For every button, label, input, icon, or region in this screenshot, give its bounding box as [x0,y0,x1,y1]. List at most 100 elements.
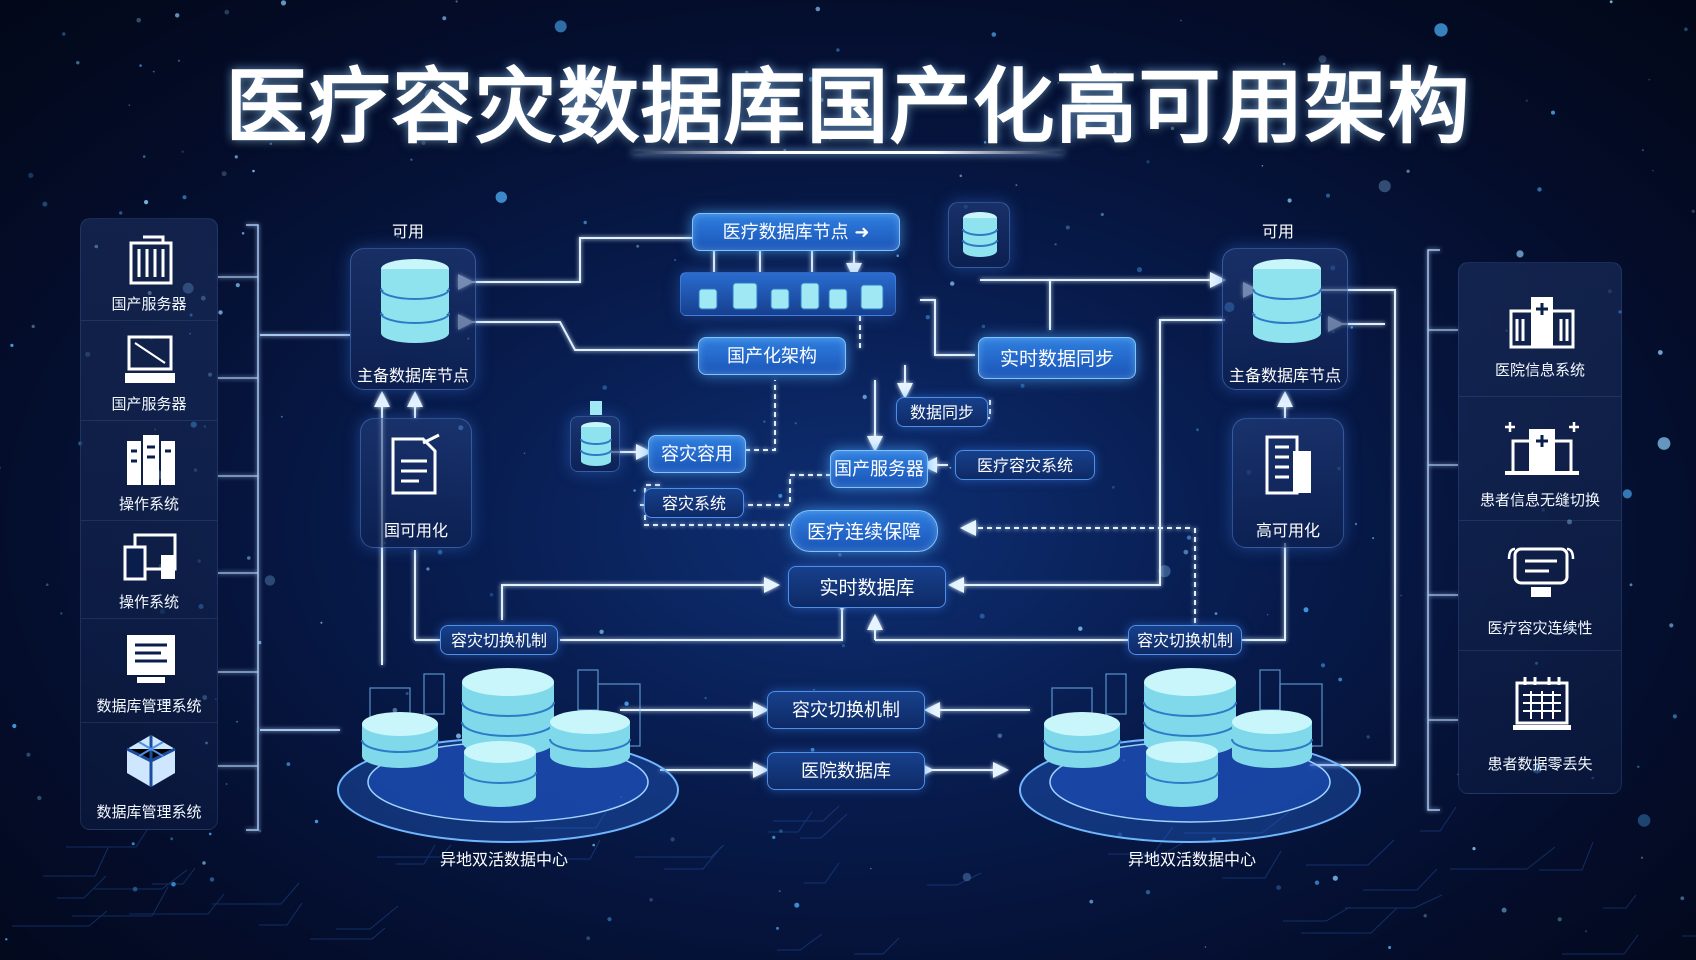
left-primary-db-node [350,248,476,390]
background-dot [1657,437,1671,450]
background-dot [575,99,578,102]
circuit-trace [310,927,386,940]
background-dot [772,835,776,840]
dr-system-pill[interactable]: 容灾系统 [644,488,744,518]
background-dot [1332,875,1338,881]
circuit-trace [66,829,148,848]
circuit-trace [1562,934,1639,955]
background-dot [1637,765,1640,768]
database-cylinder-icon [1252,259,1322,343]
background-dot [424,89,437,102]
background-dot [1287,198,1292,203]
background-dot [136,17,141,23]
background-dot [1525,99,1529,102]
background-dot [1145,890,1151,895]
background-dot [421,140,426,145]
background-dot [320,621,323,624]
right-datacenter-label: 异地双活数据中心 [1127,850,1256,869]
circuit-trace [1108,826,1174,855]
background-dot [997,733,1003,739]
background-dot [410,158,413,161]
circuit-trace [800,813,848,839]
right-availability-label: 可用 [1262,222,1295,241]
background-dot [815,6,821,12]
background-dot [624,701,629,706]
circuit-trace [1345,894,1443,909]
background-dot [810,747,815,752]
background-dot [1276,885,1281,890]
background-dot [997,64,1000,67]
background-dot [1537,187,1542,192]
dr-switch-pill[interactable]: 容灾切换机制 [767,691,925,729]
left-item-label: 操作系统 [118,593,179,611]
background-dot [1146,160,1150,164]
domestic-server-pill[interactable]: 国产服务器 [830,450,928,488]
right-item-label: 患者信息无缝切换 [1479,491,1600,509]
background-dot [523,452,526,455]
background-dot [1078,626,1083,631]
left-item-label: 操作系统 [118,495,179,513]
background-dot [1136,267,1143,273]
background-dot [949,466,952,469]
background-dot [1652,169,1654,172]
domestic-arch-pill[interactable]: 国产化架构 [698,337,846,375]
background-dot [599,629,604,634]
background-dot [152,70,155,73]
medical-dr-system-pill[interactable]: 医疗容灾系统 [955,450,1095,480]
background-dot [1501,907,1507,913]
database-array-icon [698,282,884,310]
background-dot [1117,832,1123,838]
background-dot [1158,565,1171,578]
background-dot [1354,522,1358,526]
dr-usage-pill[interactable]: 容灾容用 [648,435,746,473]
realtime-data-pill[interactable]: 实时数据库 [788,566,946,608]
right-datacenter-graphic [1019,668,1361,843]
title-underline [632,151,1064,154]
background-dot [778,493,783,498]
realtime-sync-pill[interactable]: 实时数据同步 [978,337,1136,379]
background-dot [286,762,291,766]
background-dot [1261,165,1264,167]
background-dot [1196,428,1199,432]
circuit-trace [664,845,723,870]
left-datacenter-label: 异地双活数据中心 [439,850,568,869]
background-dot [819,97,824,103]
background-dot [836,48,840,52]
right-item-label: 医院信息系统 [1494,361,1585,379]
circuit-trace [777,933,823,951]
background-dot [1180,19,1182,22]
left-item-label: 国产服务器 [111,295,187,313]
background-dot [1364,125,1368,129]
dr-db-icon-box [570,401,620,472]
left-item-os-2: 操作系统 [81,521,217,619]
background-dot [586,936,591,941]
background-dot [1089,899,1094,904]
left-switch-pill[interactable]: 容灾切换机制 [440,625,558,655]
right-primary-db-label: 主备数据库节点 [1228,366,1341,385]
background-dot [128,104,131,107]
background-dot [202,861,206,865]
background-dot [456,733,461,739]
data-sync-pill[interactable]: 数据同步 [896,397,988,427]
background-dot [1434,23,1448,37]
medical-db-node-pill[interactable]: 医疗数据库节点 ➜ [692,213,900,251]
circuit-trace [1539,841,1594,871]
background-dot [139,64,142,67]
background-dot [42,201,48,207]
background-dot [1054,243,1057,246]
hospital-data-pill[interactable]: 医院数据库 [767,752,925,790]
right-switch-pill[interactable]: 容灾切换机制 [1128,625,1242,655]
background-dot [744,70,749,75]
background-dot [236,720,238,723]
circuit-trace [129,893,225,915]
database-cylinder-icon [380,259,450,343]
background-dot [1065,225,1070,230]
right-item-continuity: 医疗容灾连续性 [1459,521,1621,651]
background-dot [1629,583,1633,587]
background-dot [1320,663,1326,668]
standalone-db-icon-box [948,202,1010,268]
continuity-pill[interactable]: 医疗连续保障 [790,510,938,552]
document-edit-icon [391,433,440,495]
background-dot [925,315,930,320]
